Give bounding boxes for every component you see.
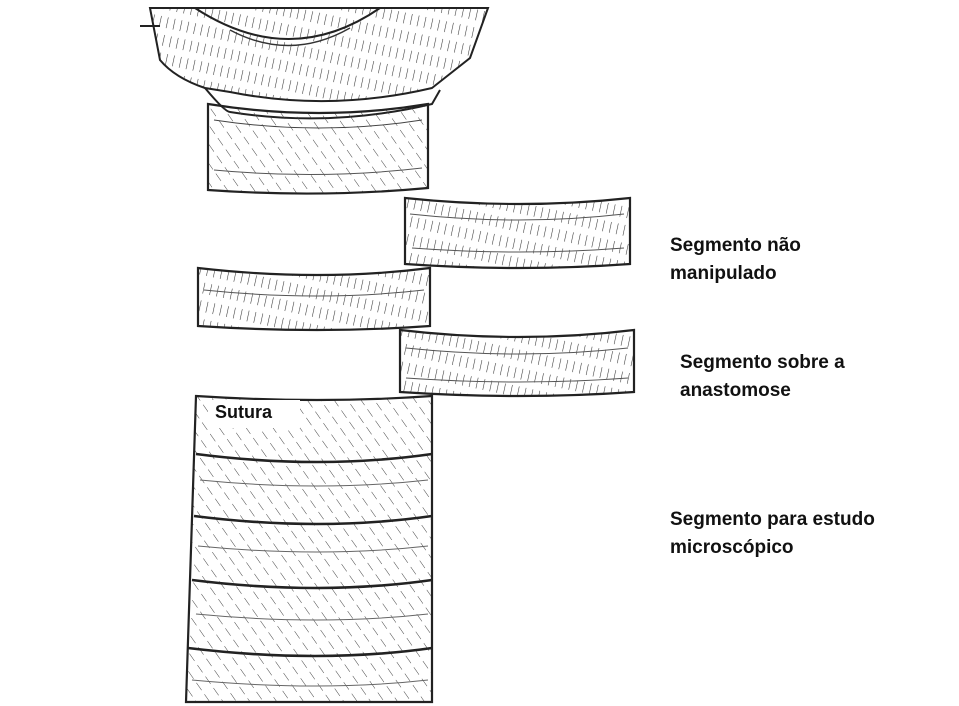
label-segment-anastomosis: Segmento sobre a anastomose [680,349,845,405]
upper-trachea-segment [208,104,428,194]
label-line: manipulado [670,260,801,288]
label-sutura: Sutura [215,398,272,426]
label-segment-microscopic: Segmento para estudo microscópico [670,506,875,562]
label-line: anastomose [680,377,845,405]
label-line: Segmento para estudo [670,506,875,534]
label-line: microscópico [670,534,875,562]
middle-left-segment [198,268,430,330]
lower-trachea [186,396,432,702]
segment-not-manipulated [405,198,630,268]
label-segment-not-manipulated: Segmento não manipulado [670,232,801,288]
larynx [140,8,488,118]
label-line: Segmento sobre a [680,349,845,377]
segment-anastomosis [400,330,634,396]
label-line: Segmento não [670,232,801,260]
